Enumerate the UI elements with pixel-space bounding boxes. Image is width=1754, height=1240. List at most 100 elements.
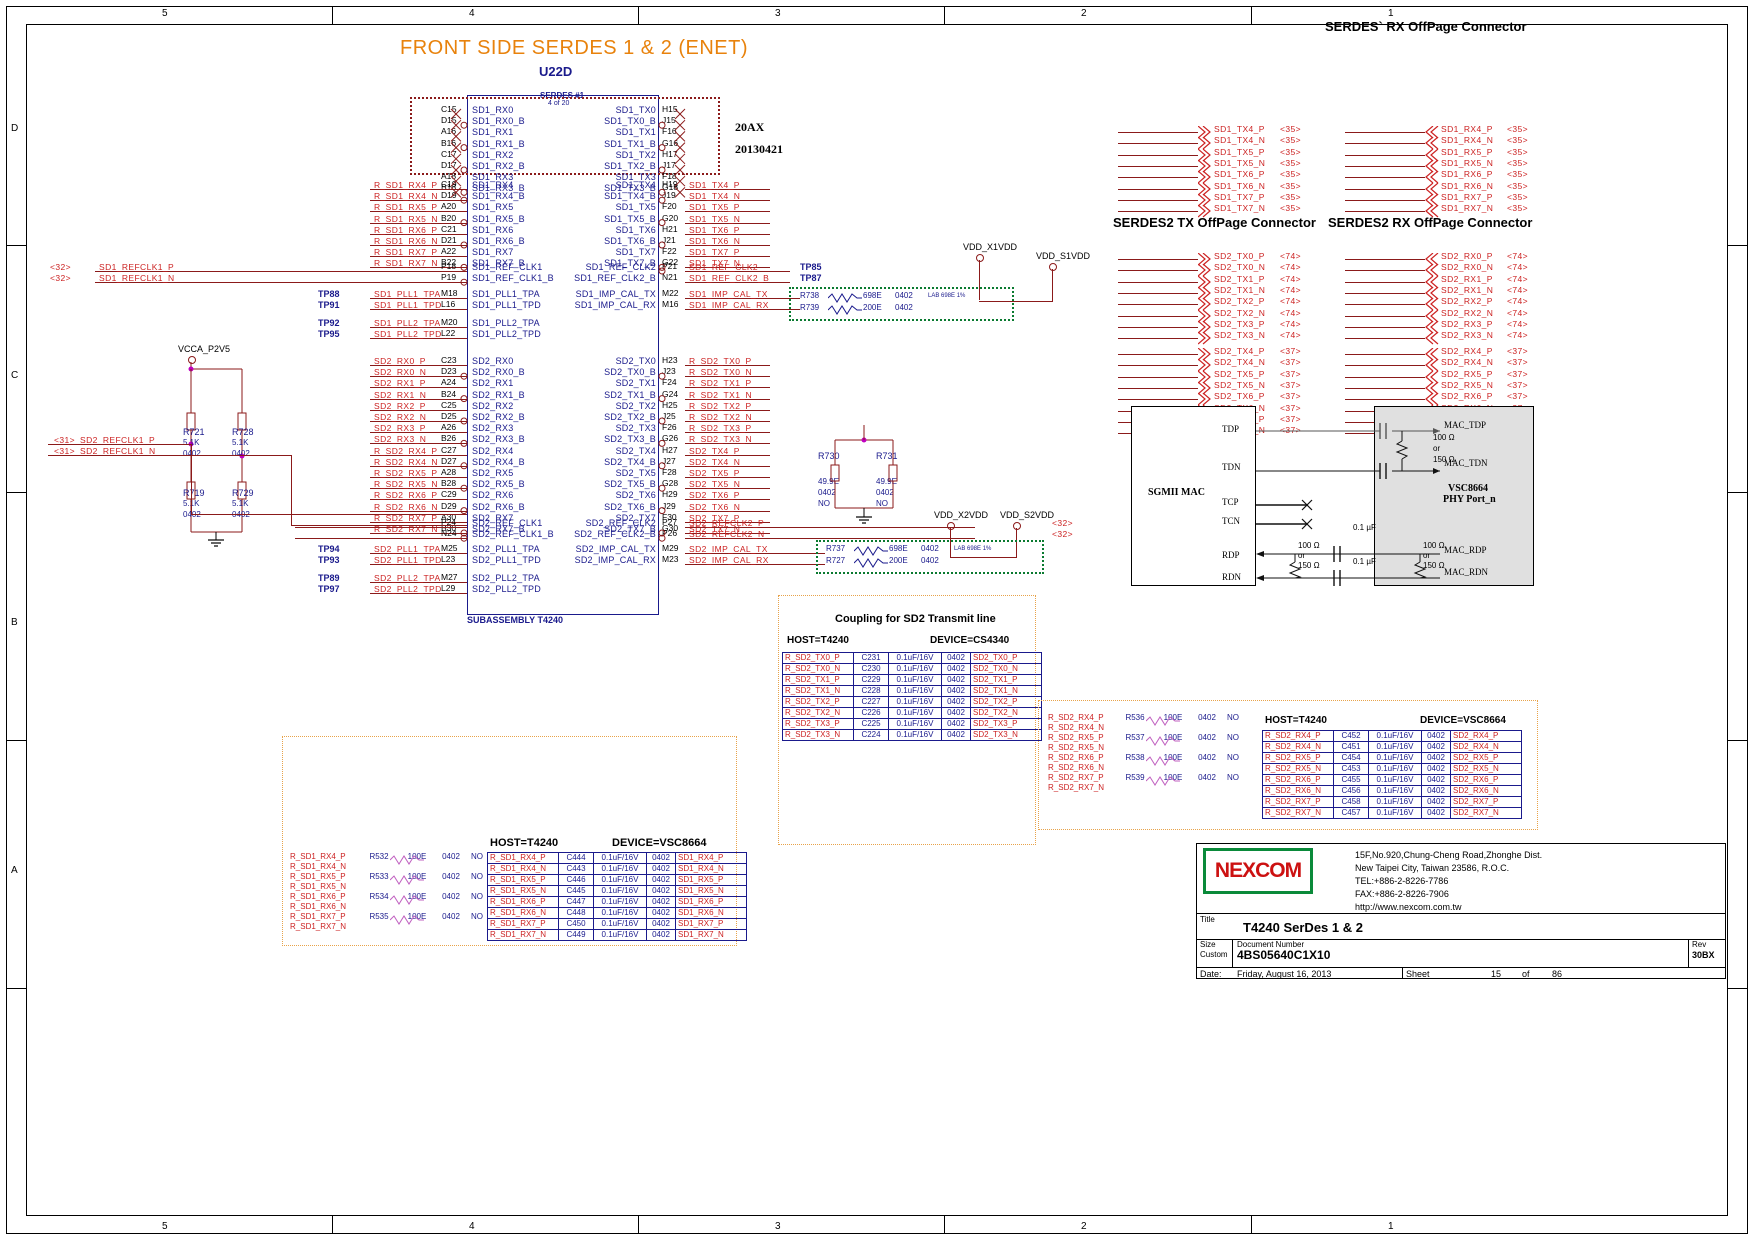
impcal-ref-r738: R738 bbox=[800, 291, 820, 300]
impcal-val: 698E bbox=[863, 291, 882, 300]
pin-name-sd1_rx5_b: SD1_RX5_B bbox=[472, 213, 525, 224]
offpage-arrow-in bbox=[1425, 148, 1439, 162]
cell-note: NO bbox=[471, 912, 483, 921]
offpage-arrow-in bbox=[1425, 126, 1439, 139]
pin-name-sd2_tx6: SD2_TX6 bbox=[615, 490, 656, 501]
cell-cap: C444 bbox=[558, 852, 594, 864]
offpage-page-ref: <74> bbox=[1507, 284, 1528, 295]
net-label-sd1_pll2_tpa: SD1_PLL2_TPA bbox=[374, 318, 441, 328]
wire bbox=[370, 222, 467, 224]
cell-ref: R536 bbox=[1125, 713, 1145, 722]
pin-name-sd1_rx0: SD1_RX0 bbox=[472, 105, 514, 115]
offpage-page-ref: <74> bbox=[1280, 273, 1301, 284]
pin-name-sd1_pll1_tpa: SD1_PLL1_TPA bbox=[472, 289, 540, 299]
zone-col-2-bot: 2 bbox=[1081, 1221, 1087, 1232]
res-r731-pkg: 0402 bbox=[876, 488, 894, 497]
res-r731-note: NO bbox=[876, 499, 888, 508]
wire bbox=[1345, 399, 1425, 401]
pin-name-sd1_pll2_tpd: SD1_PLL2_TPD bbox=[472, 329, 541, 340]
nexcom-logo-text: NEXCOM bbox=[1214, 859, 1302, 882]
pin-name-sd1_tx6_b: SD1_TX6_B bbox=[604, 236, 656, 246]
table-row: R_SD1_RX5_N bbox=[288, 882, 488, 892]
cell-note bbox=[466, 862, 488, 872]
offpage-page-ref: <37> bbox=[1507, 346, 1528, 356]
offpage-signal-sd2_rx2_p: SD2_RX2_P bbox=[1441, 296, 1493, 307]
cell-pkg: 0402 bbox=[646, 907, 676, 919]
wire bbox=[1118, 199, 1198, 201]
testpoint-tp93: TP93 bbox=[318, 555, 340, 566]
cell-pkg bbox=[436, 882, 466, 892]
wire bbox=[685, 200, 770, 202]
wire bbox=[685, 376, 770, 378]
wire bbox=[370, 521, 467, 523]
cell-pkg: 0402 bbox=[646, 929, 676, 941]
offpage-arrow-in bbox=[1425, 205, 1439, 218]
offpage-arrow-out bbox=[1198, 126, 1211, 139]
pin-name-sd1_rx7: SD1_RX7 bbox=[472, 247, 514, 258]
wire bbox=[1118, 399, 1198, 401]
table-row: R_SD2_RX5_N bbox=[1046, 743, 1244, 753]
pin-name-sd1_ref_clk2: SD1_REF_CLK2 bbox=[585, 262, 656, 272]
cell-dev_net: SD2_RX4_N bbox=[1450, 741, 1522, 753]
phy-res-100ohm-bot: 100 Ω bbox=[1298, 541, 1320, 550]
offpage-arrow-out bbox=[1198, 205, 1211, 218]
offpage-signal-sd2_rx5_p: SD2_RX5_P bbox=[1441, 368, 1493, 379]
cell-note bbox=[466, 922, 488, 932]
impcal-pkg: 0402 bbox=[895, 291, 913, 300]
pin-name-sd1_tx5: SD1_TX5 bbox=[615, 202, 656, 213]
offpage-page-ref: <74> bbox=[1280, 296, 1301, 307]
offpage-page-ref: <35> bbox=[1507, 203, 1528, 214]
zone-col-5-top: 5 bbox=[162, 8, 168, 19]
wire bbox=[1118, 143, 1198, 145]
wire bbox=[1345, 376, 1425, 378]
cell-cap: C449 bbox=[558, 929, 594, 941]
cell-val: 0.1uF/16V bbox=[888, 696, 942, 708]
cell-val: 0.1uF/16V bbox=[593, 929, 647, 941]
wire bbox=[1118, 354, 1198, 355]
table-row: R_SD1_RX4_N bbox=[288, 862, 488, 872]
cell-net: R_SD2_RX4_P bbox=[1048, 713, 1104, 722]
pin-name-sd2_ref_clk2_b: SD2_REF_CLK2_B bbox=[574, 529, 656, 540]
pin-number-d23: D23 bbox=[441, 366, 457, 377]
pin-name-sd1_rx2: SD1_RX2 bbox=[472, 149, 514, 160]
net-label-r_sd2_rx7_p: R_SD2_RX7_P bbox=[374, 512, 438, 523]
wire bbox=[685, 553, 825, 554]
impcal-note: LAB 698E 1% bbox=[928, 293, 966, 299]
pin-name-sd2_tx6_b: SD2_TX6_B bbox=[604, 501, 656, 512]
pin-number-h25: H25 bbox=[662, 399, 678, 410]
note-date-code: 20130421 bbox=[735, 142, 783, 156]
offpage-arrow-out bbox=[1198, 171, 1211, 184]
phy-cap-val-rdn: 0.1 µF bbox=[1353, 557, 1376, 566]
sd1-impcal-resistor-box bbox=[789, 287, 1014, 321]
offpage-signal-sd2_rx2_n: SD2_RX2_N bbox=[1441, 307, 1494, 318]
pin-name-sd2_rx0_b: SD2_RX0_B bbox=[472, 367, 525, 378]
wire bbox=[685, 488, 770, 490]
net-label-sd2_refclk2_p: SD2_REFCLK2_P bbox=[689, 518, 765, 528]
offpage-arrow-out bbox=[1198, 193, 1211, 207]
res-r728-pkg: 0402 bbox=[232, 449, 250, 458]
company-url: http://www.nexcom.com.tw bbox=[1355, 902, 1462, 912]
pin-name-sd2_rx2: SD2_RX2 bbox=[472, 400, 514, 411]
wire bbox=[685, 398, 770, 400]
cell-cap: C231 bbox=[853, 652, 889, 664]
pin-name-sd1_tx1: SD1_TX1 bbox=[615, 127, 656, 138]
net-label-r_sd2_tx1_p: R_SD2_TX1_P bbox=[689, 378, 752, 389]
pin-number-p26: P26 bbox=[662, 528, 678, 539]
coupling-sd2-title: Coupling for SD2 Transmit line bbox=[835, 613, 996, 625]
wire bbox=[370, 256, 467, 258]
net-label-sd1_tx5_n: SD1_TX5_N bbox=[689, 213, 741, 224]
pin-name-sd1_rx7_b: SD1_RX7_B bbox=[472, 258, 525, 269]
resistor-symbol bbox=[828, 293, 862, 303]
wire bbox=[370, 499, 467, 501]
cell-host_net: R_SD2_TX0_P bbox=[782, 652, 854, 664]
wire bbox=[685, 432, 770, 434]
offpage-arrow-out bbox=[1198, 370, 1211, 384]
cell-cap: C458 bbox=[1333, 796, 1369, 808]
cell-dev_net: SD2_RX5_N bbox=[1450, 763, 1522, 775]
ic-block-footer: SUBASSEMBLY T4240 bbox=[467, 615, 564, 625]
pin-number-h21: H21 bbox=[662, 223, 678, 234]
